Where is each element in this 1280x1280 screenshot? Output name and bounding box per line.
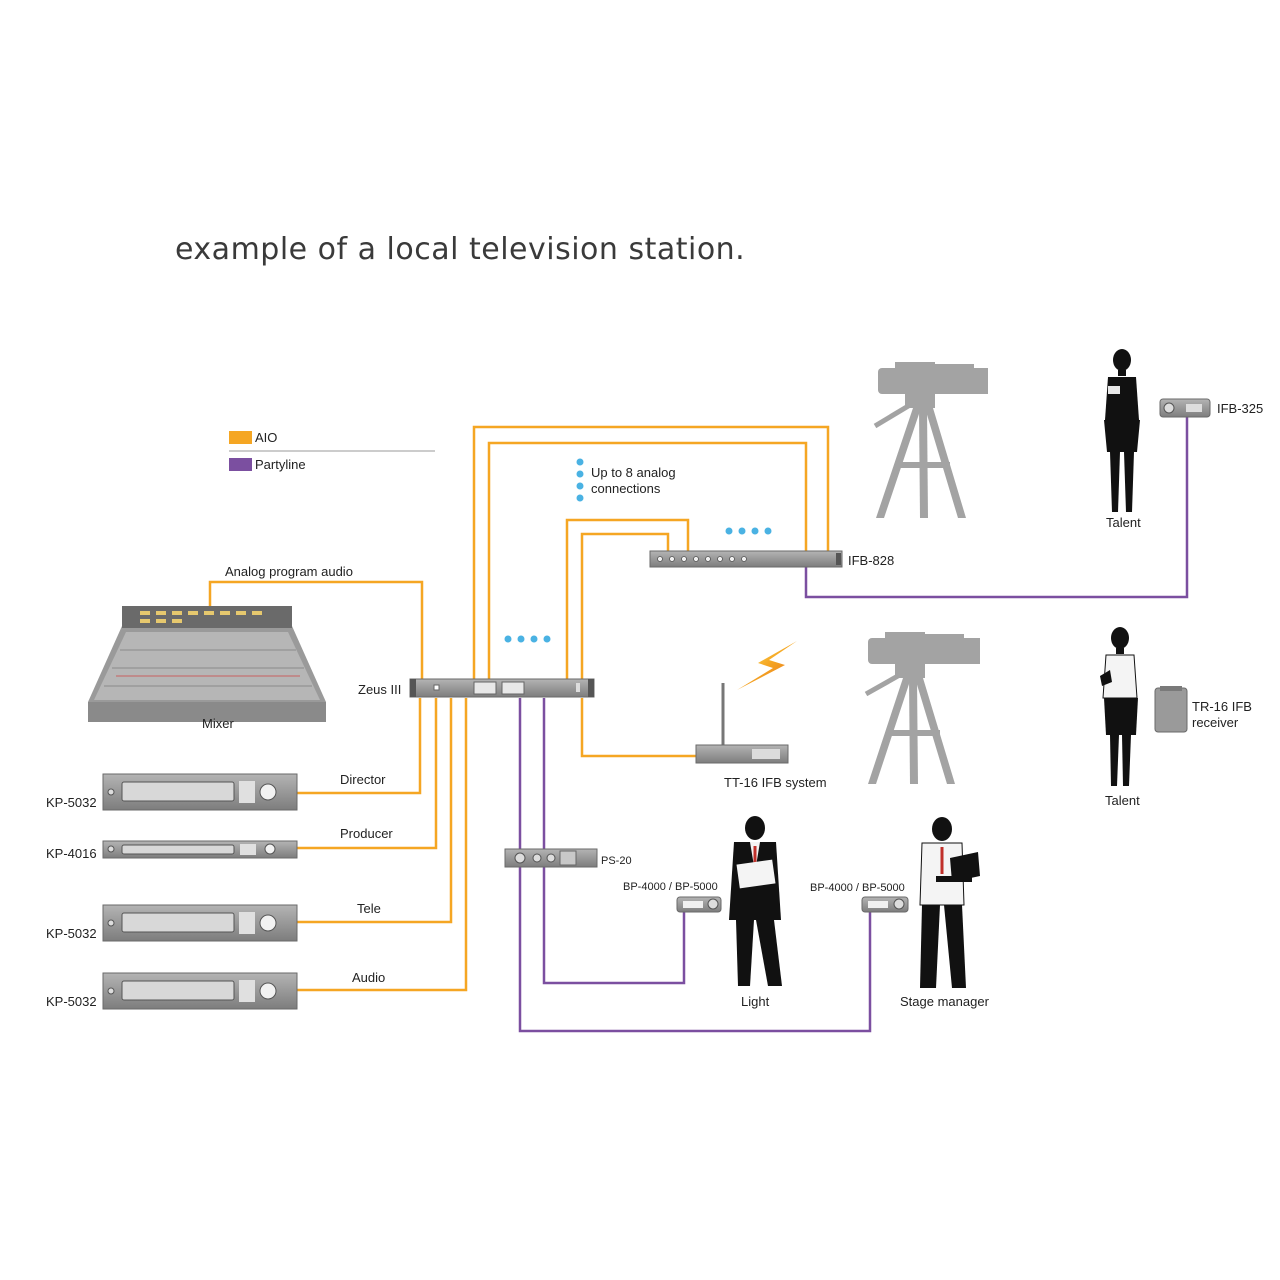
legend-aio-label: AIO: [255, 430, 278, 445]
keypanel-tele-model: KP-5032: [46, 926, 97, 941]
annotation-line-1: Up to 8 analog: [591, 465, 676, 480]
zeus-label: Zeus III: [358, 682, 402, 697]
ps20-label: PS-20: [601, 855, 632, 867]
legend-partyline-swatch: [229, 458, 252, 471]
camera-tripod-top-image: [873, 362, 988, 518]
tt16-label: TT-16 IFB system: [724, 775, 827, 790]
talent-bottom-label: Talent: [1105, 793, 1140, 808]
line-producer: [297, 698, 438, 850]
aio-lines: [208, 425, 830, 992]
bp-stage-label: BP-4000 / BP-5000: [810, 882, 905, 894]
connection-dots-vertical: [576, 458, 584, 502]
line-ifb828-d: [580, 532, 670, 680]
keypanel-kp5032-audio-image: [102, 972, 298, 1010]
light-label: Light: [741, 994, 770, 1009]
stage-manager-label: Stage manager: [900, 994, 989, 1009]
ifb828-rack-image: [649, 550, 843, 568]
mixer-console-image: [88, 606, 326, 722]
line-tt16: [580, 698, 696, 758]
keypanel-kp5032-director-image: [102, 773, 298, 811]
keypanel-director-role: Director: [340, 772, 386, 787]
wireless-lightning-icon: [737, 641, 797, 690]
tr16-receiver-image: [1154, 686, 1188, 733]
talent-top-silhouette: [1104, 349, 1140, 512]
line-director: [297, 698, 422, 795]
line-ifb828-c: [565, 518, 690, 680]
keypanel-kp5032-tele-image: [102, 904, 298, 942]
keypanel-audio-model: KP-5032: [46, 994, 97, 1009]
keypanel-director-model: KP-5032: [46, 795, 97, 810]
page-title: example of a local television station.: [175, 232, 746, 267]
camera-tripod-bottom-image: [864, 632, 980, 784]
partyline-lines: [518, 417, 1189, 1033]
light-operator-silhouette: [729, 816, 782, 986]
line-ifb828-b: [487, 441, 808, 680]
stage-manager-silhouette: [919, 817, 980, 988]
bp-stage-beltpack-image: [861, 896, 909, 913]
ps20-unit-image: [504, 848, 598, 868]
bp-light-beltpack-image: [676, 896, 722, 913]
tt16-transmitter-image: [695, 683, 789, 764]
ifb828-label: IFB-828: [848, 553, 895, 568]
annotation-line-2: connections: [591, 481, 661, 496]
talent-bottom-silhouette: [1100, 627, 1138, 786]
talent-top-label: Talent: [1106, 515, 1141, 530]
line-audio: [297, 698, 468, 992]
ifb325-unit-image: [1159, 398, 1211, 418]
ifb325-label: IFB-325: [1217, 401, 1264, 416]
tr16-label-line-1: TR-16 IFB: [1192, 699, 1252, 714]
zeus-frame-image: [409, 678, 595, 698]
line-bp-light: [542, 698, 686, 985]
line-program-audio: [208, 580, 424, 680]
bp-light-label: BP-4000 / BP-5000: [623, 881, 718, 893]
analog-program-audio-label: Analog program audio: [225, 564, 353, 579]
line-ifb828-a: [472, 425, 830, 680]
keypanel-tele-role: Tele: [357, 901, 381, 916]
connection-dots-zeus: [504, 635, 551, 643]
keypanel-producer-role: Producer: [340, 826, 393, 841]
keypanel-audio-role: Audio: [352, 970, 386, 985]
legend-partyline-label: Partyline: [255, 457, 306, 472]
keypanel-kp4016-producer-image: [102, 840, 298, 859]
connection-dots-ifb828: [725, 527, 772, 535]
legend-aio-swatch: [229, 431, 252, 444]
tr16-label-line-2: receiver: [1192, 715, 1239, 730]
mixer-label: Mixer: [202, 716, 234, 731]
line-ifb325: [804, 417, 1189, 599]
keypanel-producer-model: KP-4016: [46, 846, 97, 861]
line-tele: [297, 698, 453, 924]
